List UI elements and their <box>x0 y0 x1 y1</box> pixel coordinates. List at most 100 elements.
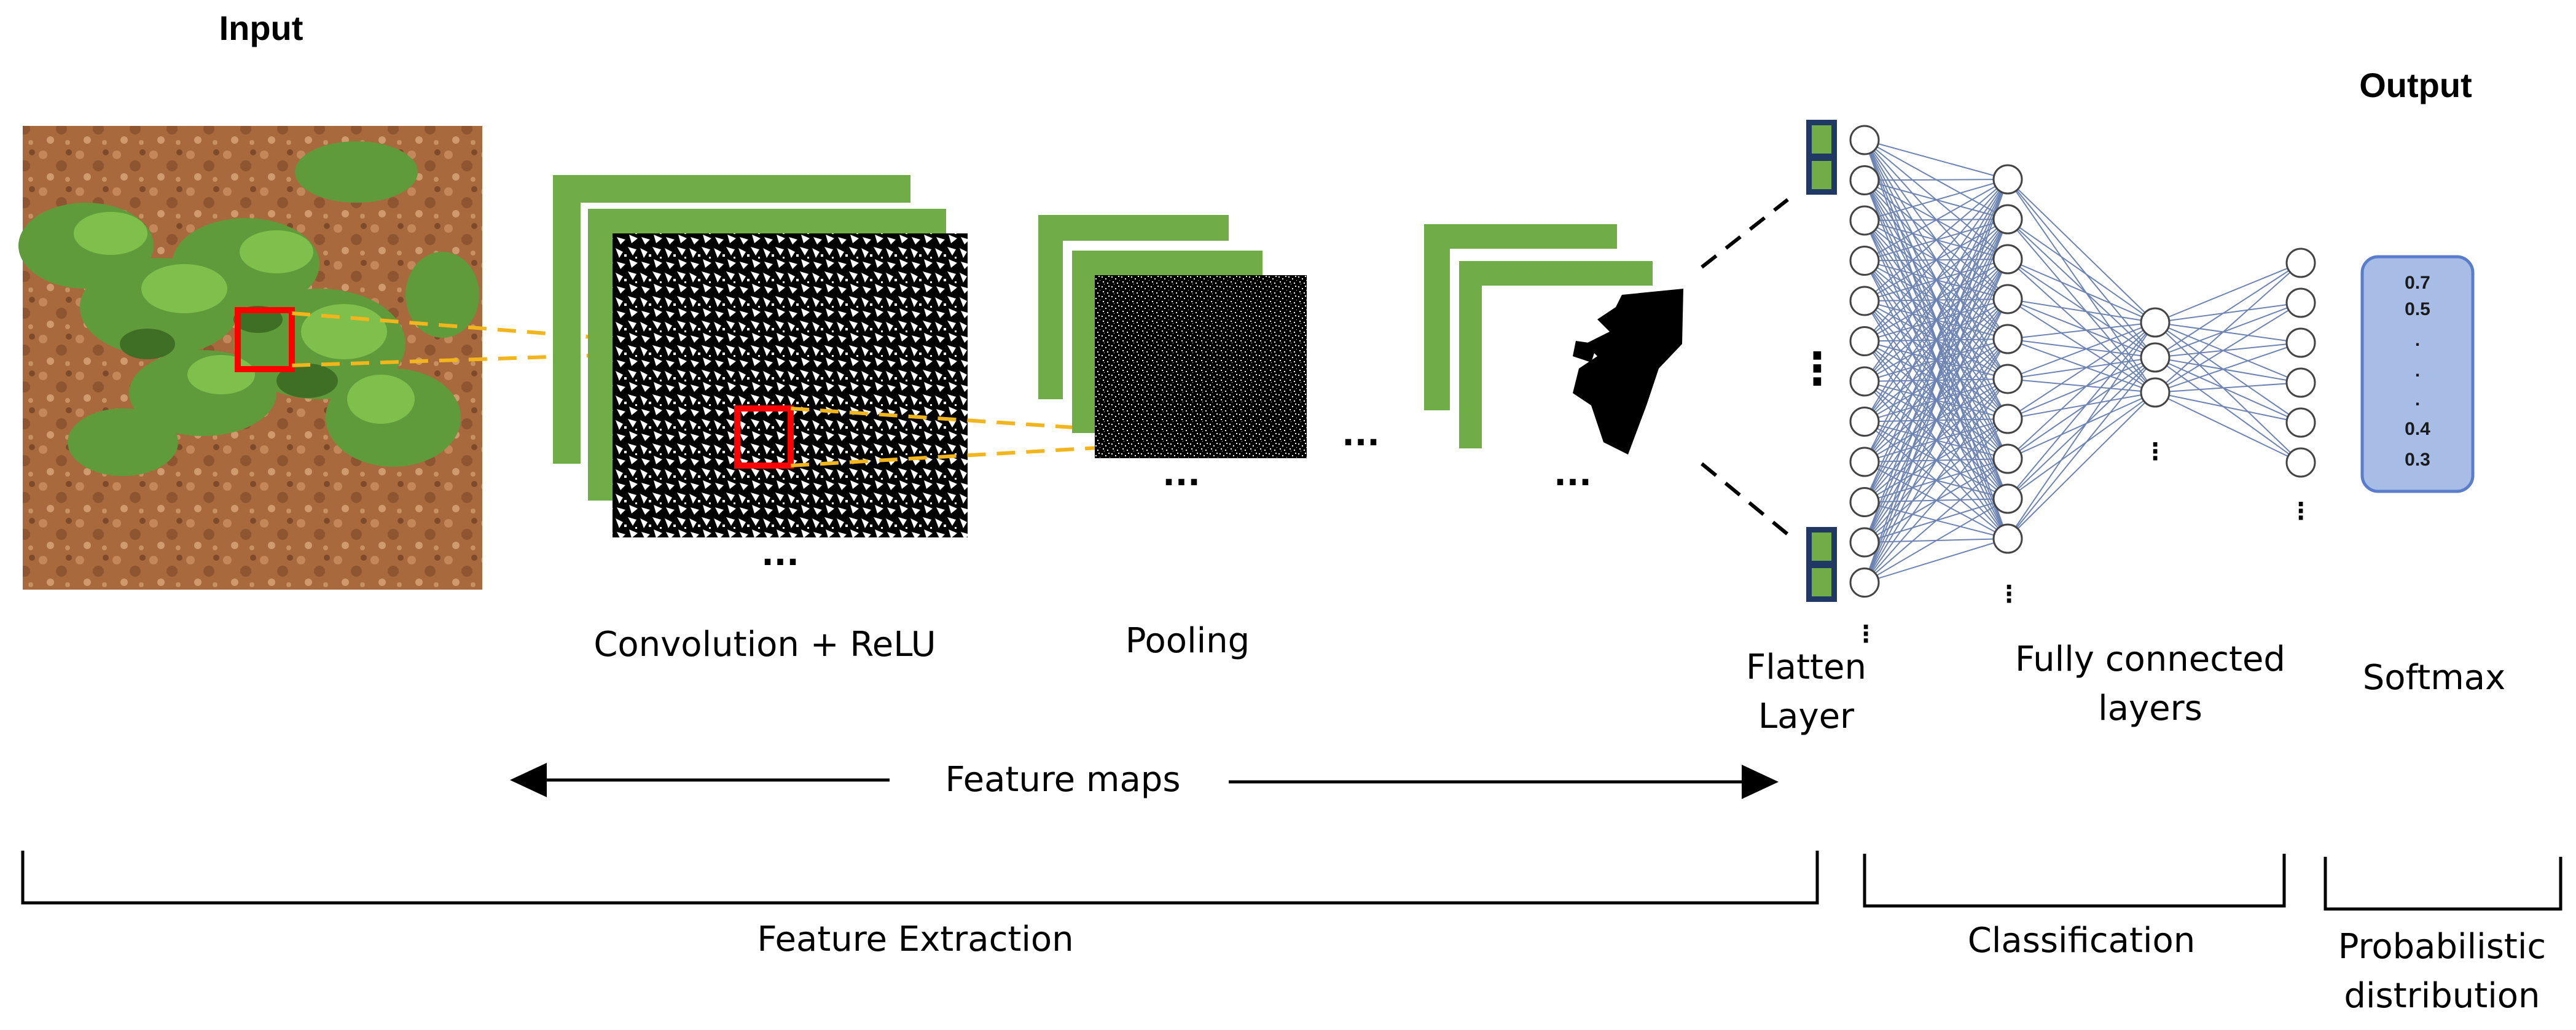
fc-node-layer-4 <box>2285 407 2316 438</box>
fc-node-layer-4 <box>2285 248 2316 278</box>
stage-brackets <box>21 851 2562 911</box>
fc-connection <box>2155 342 2301 358</box>
fc-connection <box>2155 262 2301 358</box>
fc-connection <box>1864 179 2008 543</box>
fc-connection <box>2007 357 2156 380</box>
fc-connection <box>1864 378 2008 583</box>
fc-node-layer-2 <box>1992 204 2023 235</box>
fc-node-layer-1 <box>1849 326 1880 356</box>
fc-connection <box>2007 219 2156 358</box>
fc-connection <box>2155 322 2301 423</box>
fc-connection <box>2007 338 2156 358</box>
fc-connection <box>1864 179 2008 502</box>
softmax-values: 0.7 0.5 . . . 0.4 0.3 <box>2405 273 2430 470</box>
fc-connection <box>1864 418 2008 583</box>
classification-label: Classification <box>1968 921 2196 961</box>
fc-node-layer-4 <box>2285 367 2316 398</box>
fc-node-layer-4 <box>2285 287 2316 318</box>
softmax-label: Softmax <box>2363 658 2506 698</box>
input-title: Input <box>219 9 303 47</box>
fc-dots-2: ⋮ <box>1997 580 2021 607</box>
fc-connection <box>1864 498 2008 583</box>
fc-connection <box>1864 179 2008 262</box>
fc-dots-4: ⋮ <box>2289 497 2312 525</box>
fc-connection <box>2007 179 2156 358</box>
fc-connection <box>2007 322 2156 340</box>
pooling-label: Pooling <box>1126 621 1250 661</box>
fc-connection <box>2155 392 2301 463</box>
flatten-layer <box>1806 120 1837 602</box>
fc-connection <box>2007 298 2156 393</box>
fc-connection <box>2155 262 2301 393</box>
conv-ellipsis: ... <box>761 534 799 573</box>
softmax-value: 0.4 <box>2405 419 2430 439</box>
fc-connection <box>2007 357 2156 499</box>
fc-connection <box>2007 179 2156 323</box>
conv-label: Convolution + ReLU <box>593 625 936 665</box>
fc-node-layer-2 <box>1992 404 2023 434</box>
fc-connection <box>2155 322 2301 343</box>
fc-node-layer-1 <box>1849 165 1880 195</box>
fc-connection <box>2155 322 2301 383</box>
fc-connection <box>2007 322 2156 459</box>
conv-projection-lines <box>790 407 1248 467</box>
fc-connection <box>2155 302 2301 358</box>
conv-feature-stack <box>553 175 968 537</box>
fc-connection <box>2155 302 2301 393</box>
fc-connection <box>2155 357 2301 463</box>
fc-node-layer-2 <box>1992 324 2023 354</box>
pooling-feature-map <box>1095 275 1307 458</box>
fc-connection <box>2007 357 2156 539</box>
probabilistic-label-line2: distribution <box>2344 976 2540 1016</box>
fc-node-layer-4 <box>2285 447 2316 478</box>
final-feature-map <box>1573 289 1683 455</box>
fc-connection <box>2007 392 2156 419</box>
fc-dots-1: ⋮ <box>1854 620 1877 647</box>
softmax-value: . <box>2415 389 2420 410</box>
fc-connection <box>1864 538 2008 583</box>
output-title: Output <box>2359 66 2472 104</box>
fc-node-layer-1 <box>1849 407 1880 437</box>
fc-connection <box>2007 392 2156 459</box>
fc-connection <box>1864 458 2008 583</box>
input-image <box>18 126 482 590</box>
softmax-output-box <box>2360 255 2475 493</box>
flatten-vertical-dots: ⋮ <box>1795 343 1839 394</box>
fc-connection <box>2155 357 2301 423</box>
fc-connection <box>2007 259 2156 393</box>
feature-maps-arrow <box>510 763 1779 799</box>
fc-node-layer-1 <box>1849 527 1880 558</box>
fc-connection <box>2155 262 2301 323</box>
feature-extraction-label: Feature Extraction <box>757 919 1073 959</box>
fc-node-layer-2 <box>1992 164 2023 195</box>
pooling-ellipsis: ... <box>1162 455 1200 493</box>
fc-node-layer-1 <box>1849 568 1880 598</box>
fc-node-layer-4 <box>2285 327 2316 358</box>
fc-connection <box>1864 338 2008 583</box>
softmax-value: . <box>2415 361 2420 381</box>
fc-node-layer-2 <box>1992 284 2023 314</box>
fc-node-layer-2 <box>1992 364 2023 394</box>
conv-kernel-box <box>734 405 794 469</box>
pooling-feature-stack <box>1038 215 1307 458</box>
fc-connection <box>1864 179 2008 382</box>
classification-bracket <box>1863 854 2286 908</box>
final-ellipsis: ... <box>1554 455 1592 493</box>
conv-feature-map <box>613 233 968 537</box>
fc-label-line1: Fully connected <box>2015 639 2285 679</box>
fc-connection <box>2155 392 2301 423</box>
fc-connection <box>2007 357 2156 419</box>
fc-connection <box>1864 179 2008 221</box>
probabilistic-label-line1: Probabilistic <box>2338 927 2546 967</box>
fc-connection <box>2007 338 2156 393</box>
fc-connection <box>2007 392 2156 539</box>
fc-connection <box>2007 378 2156 393</box>
fc-connection <box>2007 179 2156 393</box>
fc-node-layer-3 <box>2140 342 2171 373</box>
softmax-value: . <box>2415 330 2420 350</box>
fc-connection <box>1864 259 2008 583</box>
fc-node-layer-1 <box>1849 286 1880 316</box>
fc-connection <box>2155 342 2301 393</box>
fc-node-layer-2 <box>1992 523 2023 554</box>
